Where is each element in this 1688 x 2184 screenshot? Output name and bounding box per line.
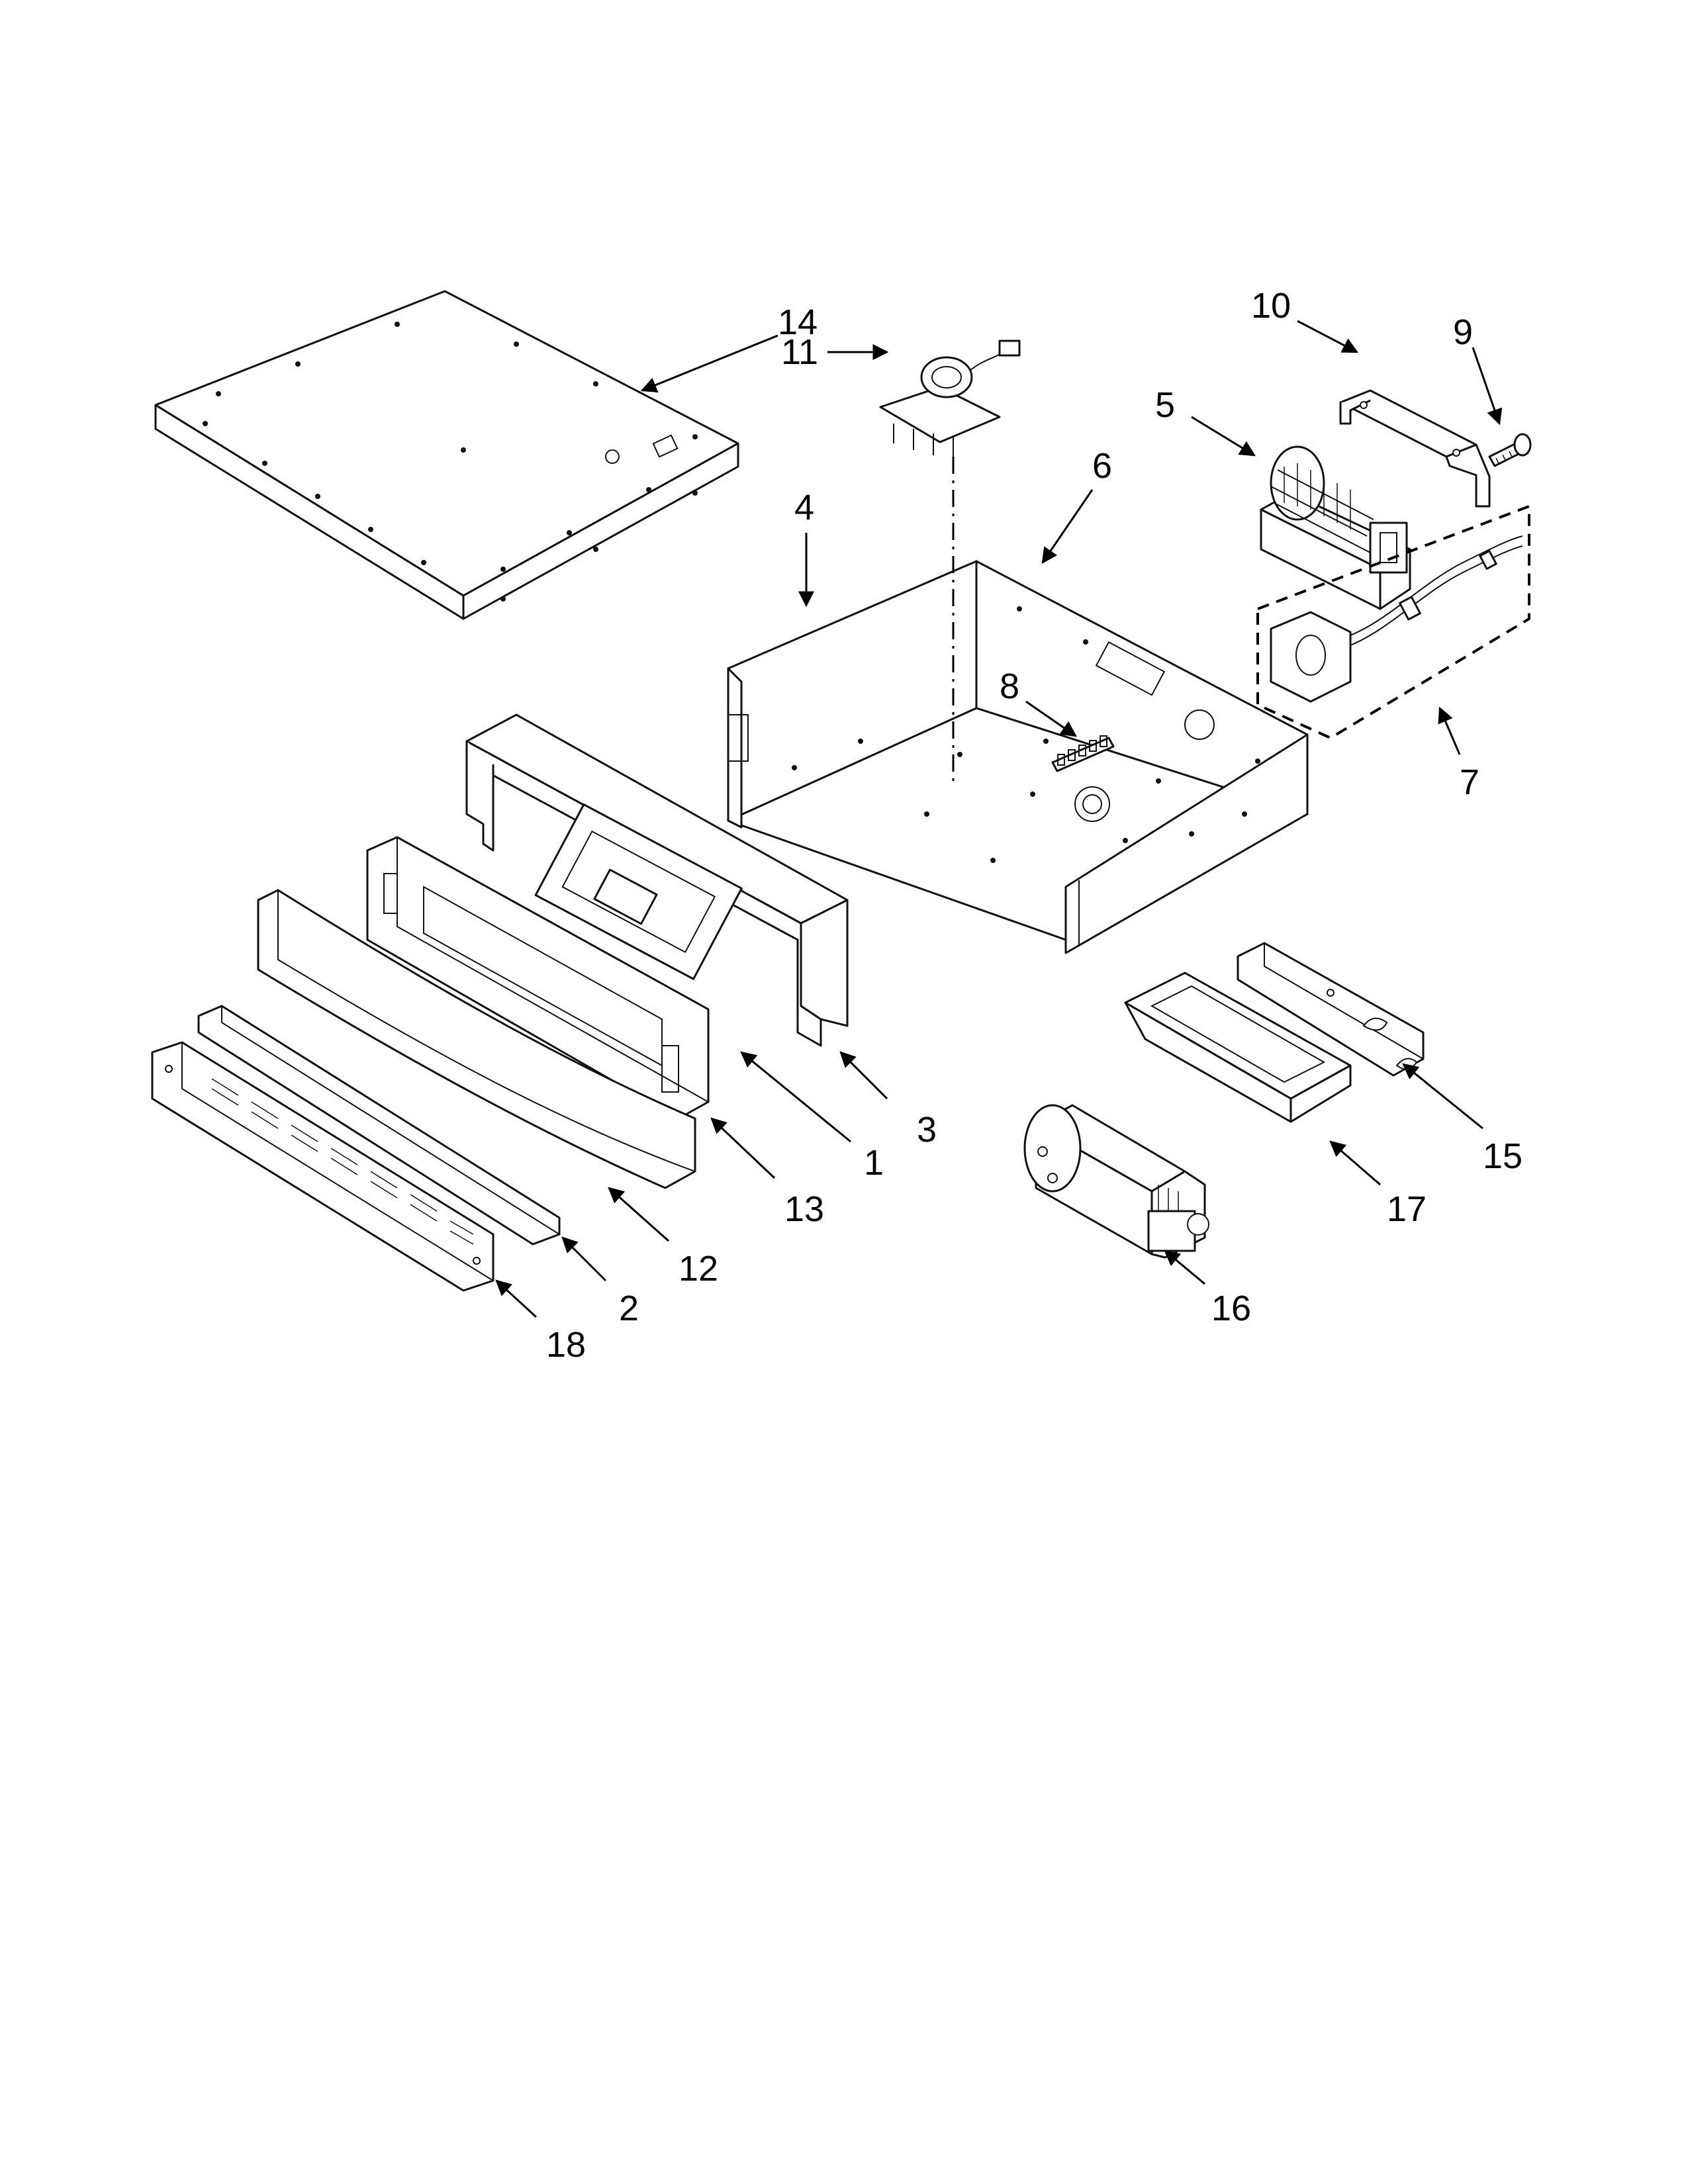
leader-14 [640, 334, 778, 393]
part-7-wire-harness [1256, 504, 1530, 740]
part-14-top-cover [154, 290, 739, 620]
callout-1: 1 [864, 1143, 884, 1183]
callout-10: 10 [1251, 286, 1291, 326]
part-16-motor [1023, 1104, 1209, 1259]
leader-6 [1041, 489, 1094, 564]
callout-6: 6 [1092, 446, 1112, 486]
leader-lines [495, 320, 1503, 1318]
leader-7 [1438, 706, 1461, 755]
leader-17 [1329, 1140, 1381, 1186]
part-12-trim-strip [197, 1005, 561, 1246]
leader-8 [1025, 700, 1077, 737]
part-1-panel-frame [366, 836, 710, 1120]
part-10-bracket [1339, 389, 1491, 508]
part-13-glass-panel [257, 889, 696, 1189]
part-18-vent-grille [151, 1041, 494, 1292]
callout-9: 9 [1453, 312, 1473, 352]
callout-15: 15 [1483, 1136, 1523, 1176]
leader-12 [608, 1187, 669, 1242]
part-11-control-switch [879, 340, 1021, 457]
leader-16 [1164, 1250, 1205, 1285]
leader-2 [561, 1236, 607, 1282]
callout-5: 5 [1155, 385, 1175, 425]
callout-3: 3 [917, 1110, 937, 1150]
callout-12: 12 [679, 1249, 718, 1289]
part-8-terminal-block [1051, 735, 1115, 772]
callout-7: 7 [1460, 762, 1479, 802]
part-4-6-chassis-box [727, 560, 1309, 954]
part-3-control-bracket [465, 713, 849, 1047]
part-5-blower-fan [1260, 445, 1411, 610]
callout-8: 8 [1000, 666, 1019, 706]
callout-labels: 14 11 10 9 5 6 4 8 7 3 1 13 12 2 18 15 1… [546, 286, 1523, 1365]
callout-17: 17 [1387, 1189, 1427, 1229]
callout-11: 11 [781, 332, 818, 372]
leader-5 [1191, 416, 1256, 457]
callout-16: 16 [1211, 1289, 1251, 1328]
callout-14: 14 [778, 302, 818, 342]
part-17-duct-tray [1124, 972, 1352, 1123]
callout-2: 2 [619, 1289, 639, 1328]
part-15-duct-plate [1237, 942, 1425, 1077]
leader-1 [740, 1051, 851, 1143]
part-9-screw [1488, 433, 1532, 467]
leader-13 [710, 1117, 776, 1179]
leader-9 [1472, 347, 1503, 426]
leader-15 [1402, 1063, 1483, 1130]
callout-18: 18 [546, 1325, 586, 1365]
leader-10 [1297, 320, 1359, 353]
leader-3 [839, 1051, 888, 1100]
leader-18 [495, 1279, 538, 1318]
callout-13: 13 [784, 1189, 824, 1229]
callout-4: 4 [794, 488, 814, 527]
